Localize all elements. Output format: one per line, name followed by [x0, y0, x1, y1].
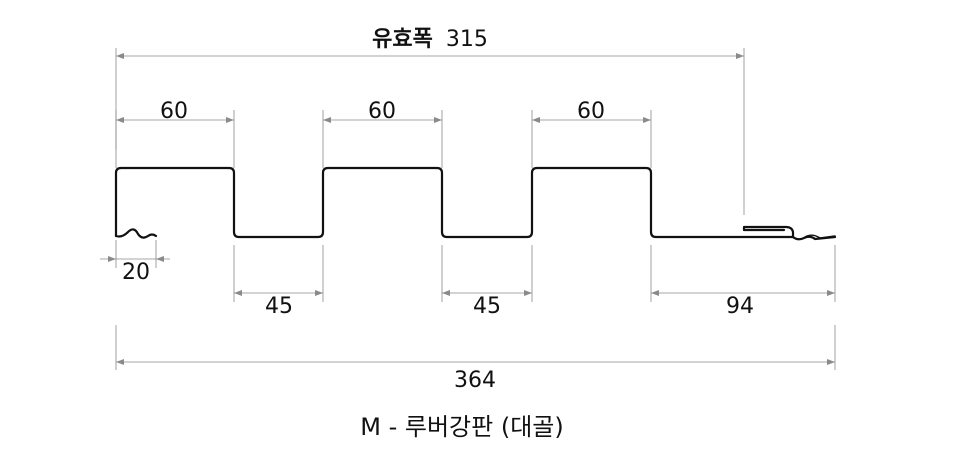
bottom-width-dimension-1: 45 [233, 245, 324, 319]
lip-width-dimension: 20 [100, 240, 170, 285]
right-edge-tail [804, 234, 836, 239]
svg-text:유효폭 315: 유효폭 315 [372, 27, 488, 52]
tail-width-label: 94 [726, 294, 754, 319]
bottom-width-label-1: 45 [265, 294, 293, 319]
total-width-dimension: 364 [115, 325, 836, 393]
top-width-dimension-1: 60 [115, 99, 235, 168]
top-width-label-3: 60 [577, 99, 605, 124]
right-interlock-hook [742, 225, 837, 241]
bottom-width-dimension-2: 45 [441, 245, 533, 319]
effective-width-value: 315 [446, 27, 488, 52]
left-lip-detail [114, 228, 158, 239]
top-width-label-1: 60 [160, 99, 188, 124]
effective-width-label: 유효폭 [372, 27, 433, 52]
top-width-label-2: 60 [368, 99, 396, 124]
top-width-dimension-3: 60 [531, 99, 652, 168]
bottom-width-label-2: 45 [473, 294, 501, 319]
total-width-label: 364 [454, 368, 496, 393]
top-width-dimension-2: 60 [322, 99, 443, 168]
effective-width-dimension: 유효폭 315 [115, 27, 745, 215]
tail-width-dimension: 94 [650, 245, 836, 319]
lip-width-label: 20 [122, 260, 150, 285]
panel-profile-line [114, 166, 795, 239]
diagram-caption: M - 루버강판 (대골) [360, 413, 563, 441]
